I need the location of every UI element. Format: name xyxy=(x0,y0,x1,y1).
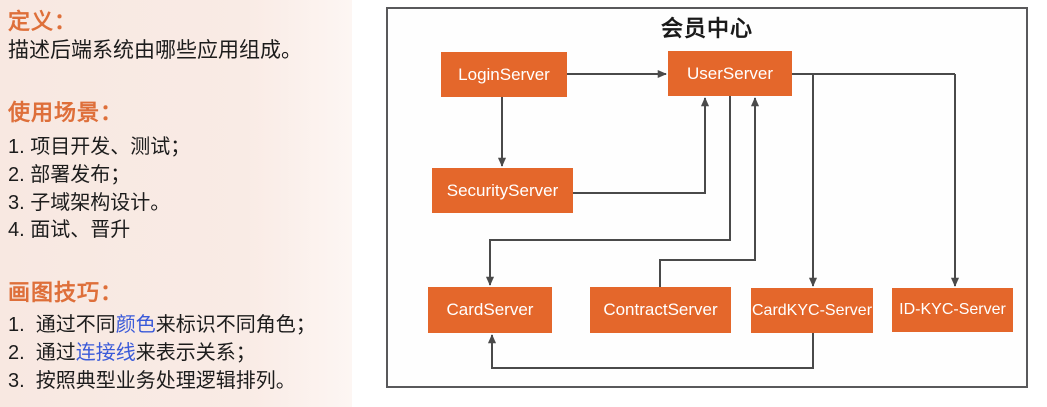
tip-text: 来表示关系； xyxy=(135,342,256,364)
tips-heading: 画图技巧： xyxy=(8,280,124,305)
tip-text: 2. 通过 xyxy=(8,342,76,364)
definition-heading: 定义： xyxy=(8,9,78,34)
diagram-title: 会员中心 xyxy=(660,16,753,41)
member-center-diagram: 会员中心 LoginServer UserServer SecurityServ… xyxy=(386,7,1028,388)
tip-highlight: 颜色 xyxy=(115,314,156,336)
tip-text: 3. 按照典型业务处理逻辑排列。 xyxy=(8,370,296,392)
scenario-item: 2. 部署发布； xyxy=(8,164,131,186)
node-securityserver: SecurityServer xyxy=(432,168,573,213)
scenario-item: 3. 子域架构设计。 xyxy=(8,192,171,214)
edge-contract-to-user xyxy=(659,97,760,287)
node-id-kyc-server: ID-KYC-Server xyxy=(892,288,1013,332)
definition-text: 描述后端系统由哪些应用组成。 xyxy=(8,39,302,62)
tip-highlight: 连接线 xyxy=(75,342,136,364)
tip-text: 来标识不同角色； xyxy=(155,314,316,336)
tip-item: 3. 按照典型业务处理逻辑排列。 xyxy=(8,364,296,393)
node-cardkyc-server: CardKYC-Server xyxy=(751,288,873,333)
tip-item: 2. 通过连接线来表示关系； xyxy=(8,336,256,365)
scenario-item: 1. 项目开发、测试； xyxy=(8,136,191,158)
node-userserver: UserServer xyxy=(668,51,792,96)
node-cardserver: CardServer xyxy=(428,287,552,333)
scenarios-heading: 使用场景： xyxy=(8,100,124,125)
node-loginserver: LoginServer xyxy=(441,52,567,97)
edge-cardkyc-to-card xyxy=(487,333,814,369)
edge-security-to-user xyxy=(573,97,710,194)
notes-panel: 定义： 描述后端系统由哪些应用组成。 使用场景： 1. 项目开发、测试； 2. … xyxy=(0,0,352,407)
node-contractserver: ContractServer xyxy=(590,287,731,333)
tip-text: 1. 通过不同 xyxy=(8,314,116,336)
tip-item: 1. 通过不同颜色来标识不同角色； xyxy=(8,308,316,337)
scenario-item: 4. 面试、晋升 xyxy=(8,219,131,241)
